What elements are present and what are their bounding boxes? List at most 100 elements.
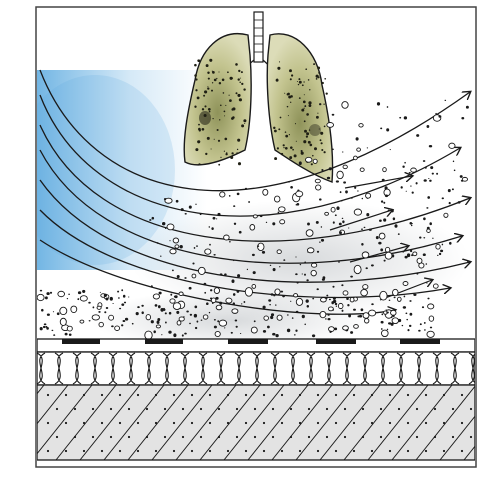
dust-particle <box>449 242 452 245</box>
dust-particle <box>410 186 412 187</box>
dust-particle <box>106 307 109 309</box>
dust-particle <box>60 307 67 314</box>
aggregate-dot <box>200 436 202 438</box>
dust-particle <box>317 288 319 290</box>
dust-particle <box>411 168 417 172</box>
dust-particle <box>425 263 427 265</box>
dust-particle <box>412 192 414 194</box>
dust-particle <box>385 252 392 259</box>
dust-particle <box>362 198 364 200</box>
dust-particle <box>237 291 238 292</box>
aggregate-dot <box>452 436 454 438</box>
aggregate-dot <box>155 394 157 396</box>
dust-particle <box>104 311 106 313</box>
aggregate-dot <box>119 450 121 452</box>
lung-speck <box>224 115 225 116</box>
aggregate-dot <box>461 422 463 424</box>
aggregate-dot <box>74 408 76 410</box>
lung-speck <box>311 163 313 165</box>
aggregate-dot <box>362 436 364 438</box>
lung-speck <box>299 97 301 99</box>
dust-particle <box>60 318 66 325</box>
aggregate-dot <box>56 436 58 438</box>
lung-speck <box>304 94 305 95</box>
dust-particle <box>426 207 428 209</box>
lung-speck <box>321 149 323 151</box>
dust-particle <box>438 115 441 117</box>
lung-speck <box>199 129 201 131</box>
dust-particle <box>184 333 187 335</box>
dust-particle <box>321 239 324 242</box>
dust-particle <box>270 265 272 266</box>
aggregate-dot <box>227 422 229 424</box>
aggregate-dot <box>308 408 310 410</box>
aggregate-dot <box>443 422 445 424</box>
lung-speck <box>285 147 288 150</box>
lung-speck <box>290 78 292 80</box>
dust-particle <box>335 303 338 305</box>
dust-particle <box>294 334 296 335</box>
dust-particle <box>412 223 413 224</box>
lung-speck <box>207 137 210 140</box>
aggregate-dot <box>182 436 184 438</box>
lung-speck <box>237 149 238 150</box>
lung-speck <box>214 79 217 82</box>
dust-particle <box>201 320 203 321</box>
lung-speck <box>212 118 213 119</box>
lung-speck <box>194 106 196 108</box>
lung-speck <box>309 129 310 130</box>
aggregate-dot <box>191 394 193 396</box>
dust-particle <box>165 321 167 323</box>
dust-particle <box>177 321 181 325</box>
dust-particle <box>137 306 140 308</box>
lung-speck <box>316 78 318 80</box>
aggregate-dot <box>146 436 148 438</box>
dust-particle <box>383 168 387 172</box>
dust-particle <box>245 288 252 297</box>
lung-speck <box>298 78 300 80</box>
dust-particle <box>252 254 255 256</box>
dust-particle <box>429 180 432 182</box>
dust-particle <box>429 222 432 225</box>
dust-particle <box>50 292 52 294</box>
dust-particle <box>295 256 296 257</box>
dust-particle <box>384 260 386 262</box>
aggregate-dot <box>380 436 382 438</box>
dust-particle <box>229 241 231 243</box>
dust-particle <box>180 245 183 248</box>
aggregate-dot <box>371 422 373 424</box>
dust-particle <box>41 309 43 312</box>
dust-particle <box>170 299 175 303</box>
dust-particle <box>369 310 376 316</box>
dust-particle <box>335 214 337 216</box>
dust-particle <box>435 113 437 115</box>
dust-particle <box>173 333 176 337</box>
dust-particle <box>209 312 210 313</box>
dust-particle <box>262 251 265 254</box>
dust-particle <box>306 230 313 237</box>
lung-speck <box>281 153 283 155</box>
lung-speck <box>229 95 230 96</box>
dust-particle <box>217 213 220 216</box>
dust-particle <box>211 227 213 230</box>
lung-speck <box>285 131 287 133</box>
aggregate-dot <box>47 394 49 396</box>
dust-particle <box>210 289 212 291</box>
dust-particle <box>387 106 389 108</box>
dust-particle <box>354 156 358 160</box>
dust-particle <box>214 288 219 294</box>
lung-speck <box>309 89 310 90</box>
lung-speck <box>202 128 205 131</box>
dust-particle <box>279 207 286 212</box>
aggregate-dot <box>443 394 445 396</box>
dust-particle <box>124 302 126 304</box>
aggregate-dot <box>416 408 418 410</box>
dust-particle <box>82 290 85 293</box>
dust-particle <box>279 266 280 267</box>
lung-speck <box>212 82 213 83</box>
aggregate-dot <box>101 422 103 424</box>
aggregate-dot <box>443 450 445 452</box>
aggregate-dot <box>362 408 364 410</box>
dust-particle <box>423 217 426 220</box>
